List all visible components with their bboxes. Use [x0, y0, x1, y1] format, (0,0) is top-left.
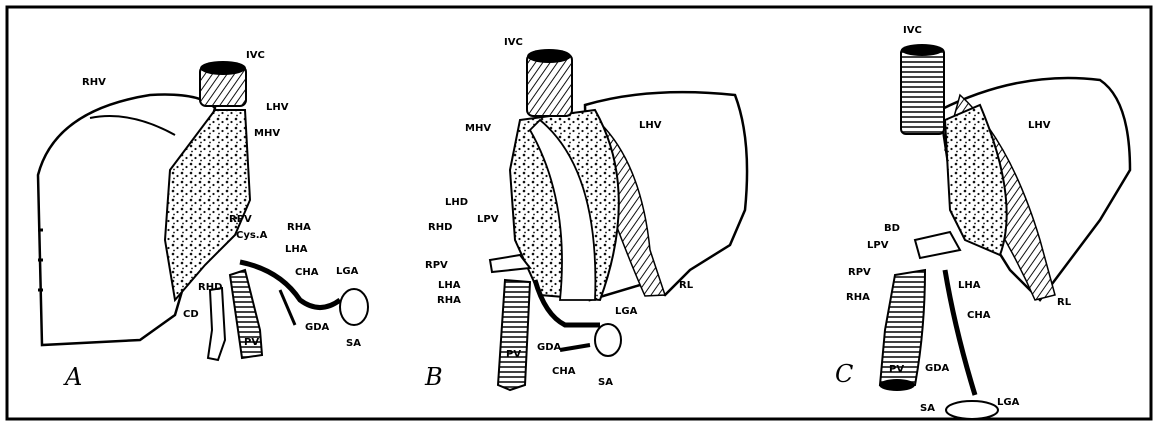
label-rha: RHA: [846, 292, 870, 303]
label-rha: RHA: [437, 295, 461, 306]
label-lpv: LPV: [867, 240, 889, 251]
label-ivc: IVC: [903, 25, 922, 36]
label-ivc: IVC: [246, 50, 265, 61]
label-lha: LHA: [285, 244, 308, 255]
label-rhd: RHD: [428, 222, 452, 233]
label-lha: LHA: [958, 280, 981, 291]
label-lga: LGA: [336, 266, 359, 277]
label-lhv: LHV: [1028, 120, 1051, 131]
label-sa: SA: [598, 377, 613, 388]
label-pv: PV: [506, 349, 521, 360]
splenic-artery-stump: [595, 324, 621, 356]
label-lha: LHA: [438, 280, 461, 291]
left-gastric-artery-stump: [340, 289, 368, 325]
panel-letter: B: [424, 363, 443, 391]
left-portal-branch: [915, 232, 960, 258]
splenic-artery-stump: [946, 401, 998, 419]
label-ivc: IVC: [504, 37, 523, 48]
common-hepatic-artery: [240, 262, 340, 308]
panel-a: [38, 61, 368, 360]
label-lhv: LHV: [266, 102, 289, 113]
common-duct: [208, 288, 225, 360]
label-sa: SA: [346, 338, 361, 349]
label-rl: RL: [679, 280, 694, 291]
label-lga: LGA: [997, 397, 1020, 408]
label-lhv: LHV: [639, 120, 662, 131]
label-cd: CD: [183, 309, 199, 320]
label-rhv: RHV: [82, 77, 106, 88]
label-cha: CHA: [295, 267, 319, 278]
portal-vein: [498, 280, 530, 390]
panel-letter: A: [63, 363, 82, 391]
label-cysa: Cys.A: [236, 230, 268, 241]
label-cha: CHA: [967, 310, 991, 321]
panel-b: [490, 49, 747, 390]
inferior-vena-cava: [527, 54, 572, 116]
label-lpv: LPV: [477, 214, 499, 225]
ivc-opening: [200, 61, 246, 75]
panel-c: [879, 44, 1130, 419]
label-lga: LGA: [615, 306, 638, 317]
label-rpv: RPV: [425, 260, 448, 271]
label-bd: BD: [884, 223, 900, 234]
label-lhd: LHD: [445, 197, 468, 208]
label-rpv: RPV: [229, 214, 252, 225]
label-sa: SA: [920, 403, 935, 414]
label-cha: CHA: [552, 366, 576, 377]
ivc-opening: [901, 44, 943, 56]
label-gda: GDA: [537, 342, 562, 353]
label-gda: GDA: [305, 322, 330, 333]
label-pv: PV: [889, 364, 904, 375]
ivc-opening: [527, 49, 571, 63]
panel-letter: C: [835, 360, 853, 388]
label-pv: PV: [244, 337, 259, 348]
label-gda: GDA: [925, 363, 950, 374]
label-rl: RL: [1057, 297, 1072, 308]
gastroduodenal-artery: [280, 290, 295, 325]
label-mhv: MHV: [254, 128, 280, 139]
label-rha: RHA: [287, 222, 311, 233]
common-hepatic-artery: [560, 345, 590, 350]
inferior-vena-cava: [901, 48, 944, 134]
portal-vein-opening: [879, 379, 915, 391]
label-mhv: MHV: [465, 123, 491, 134]
label-rhd: RHD: [198, 282, 222, 293]
label-rpv: RPV: [848, 267, 871, 278]
